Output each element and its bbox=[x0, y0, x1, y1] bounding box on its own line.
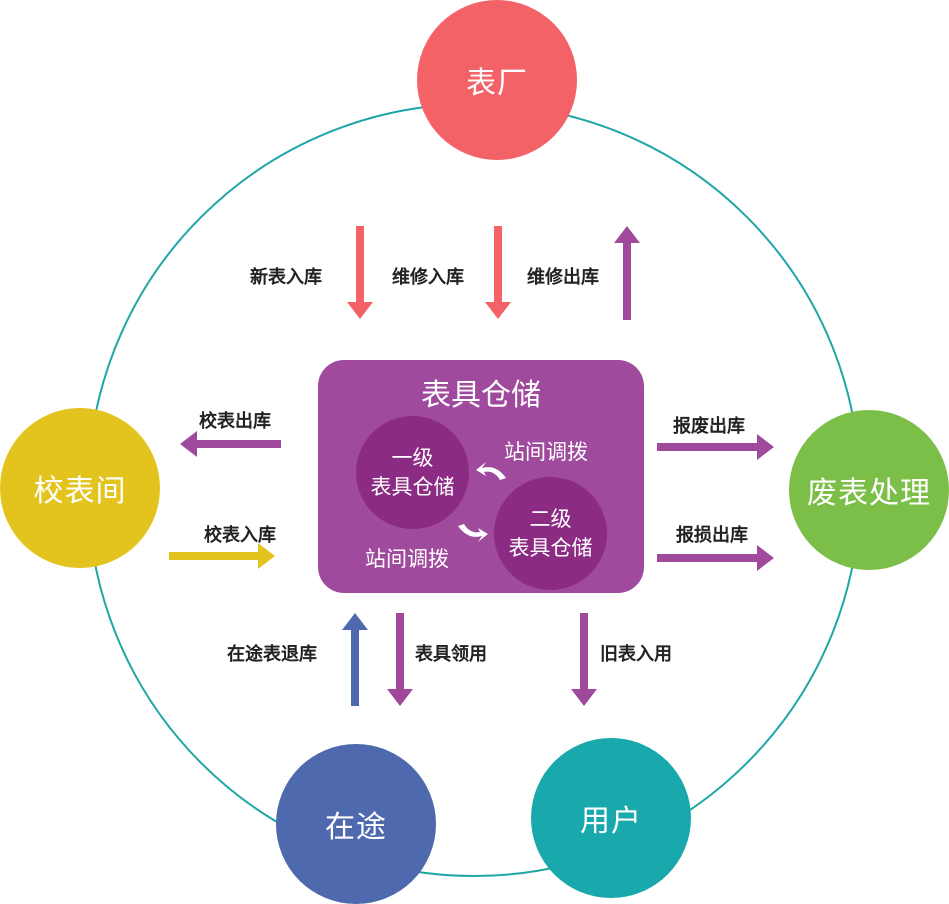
arrow-calib-in bbox=[169, 543, 275, 569]
arrow-transit-return bbox=[342, 613, 368, 706]
transfer-arrows bbox=[458, 462, 506, 542]
label-calib-out: 校表出库 bbox=[199, 411, 271, 432]
arrow-old-reuse bbox=[571, 613, 597, 706]
level1-line2: 表具仓储 bbox=[370, 474, 455, 499]
node-calibration: 校表间 bbox=[0, 408, 160, 568]
transfer-label-top: 站间调拨 bbox=[504, 440, 588, 464]
node-transit-label: 在途 bbox=[325, 810, 387, 845]
warehouse-title: 表具仓储 bbox=[421, 378, 541, 413]
node-user: 用户 bbox=[531, 738, 691, 898]
arrow-meter-use bbox=[387, 613, 413, 706]
label-calib-in: 校表入库 bbox=[204, 525, 276, 546]
arrow-repair-out bbox=[614, 226, 640, 320]
node-transit: 在途 bbox=[276, 744, 436, 904]
warehouse-level2: 二级 表具仓储 bbox=[494, 477, 607, 590]
arrow-repair-in bbox=[485, 226, 511, 319]
label-repair-out: 维修出库 bbox=[527, 267, 599, 288]
node-factory-label: 表厂 bbox=[466, 66, 528, 101]
node-scrap-label: 废表处理 bbox=[807, 476, 931, 511]
level1-line1: 一级 bbox=[391, 445, 434, 470]
warehouse-box: 表具仓储 一级 表具仓储 二级 表具仓储 站间调拨 站间调拨 bbox=[318, 360, 644, 593]
node-user-label: 用户 bbox=[580, 804, 642, 839]
label-new-in: 新表入库 bbox=[250, 267, 322, 288]
arrow-damage-out bbox=[657, 545, 774, 571]
label-damage-out: 报损出库 bbox=[676, 525, 748, 546]
arrow-calib-out bbox=[180, 431, 281, 457]
warehouse-level1: 一级 表具仓储 bbox=[356, 416, 469, 529]
label-meter-use: 表具领用 bbox=[415, 644, 487, 665]
level2-line1: 二级 bbox=[529, 506, 572, 531]
transfer-arrow-left bbox=[476, 462, 506, 480]
transfer-label-bottom: 站间调拨 bbox=[365, 547, 449, 571]
arrow-new-in bbox=[347, 226, 373, 319]
node-factory: 表厂 bbox=[417, 0, 577, 160]
node-calibration-label: 校表间 bbox=[33, 474, 127, 509]
label-transit-return: 在途表退库 bbox=[227, 644, 317, 665]
arrow-scrap-out bbox=[657, 434, 774, 460]
node-scrap: 废表处理 bbox=[789, 410, 949, 570]
label-old-reuse: 旧表入用 bbox=[600, 644, 672, 665]
label-scrap-out: 报废出库 bbox=[673, 416, 745, 437]
label-repair-in: 维修入库 bbox=[392, 267, 464, 288]
transfer-arrow-right bbox=[458, 524, 488, 542]
level2-line2: 表具仓储 bbox=[508, 535, 593, 560]
